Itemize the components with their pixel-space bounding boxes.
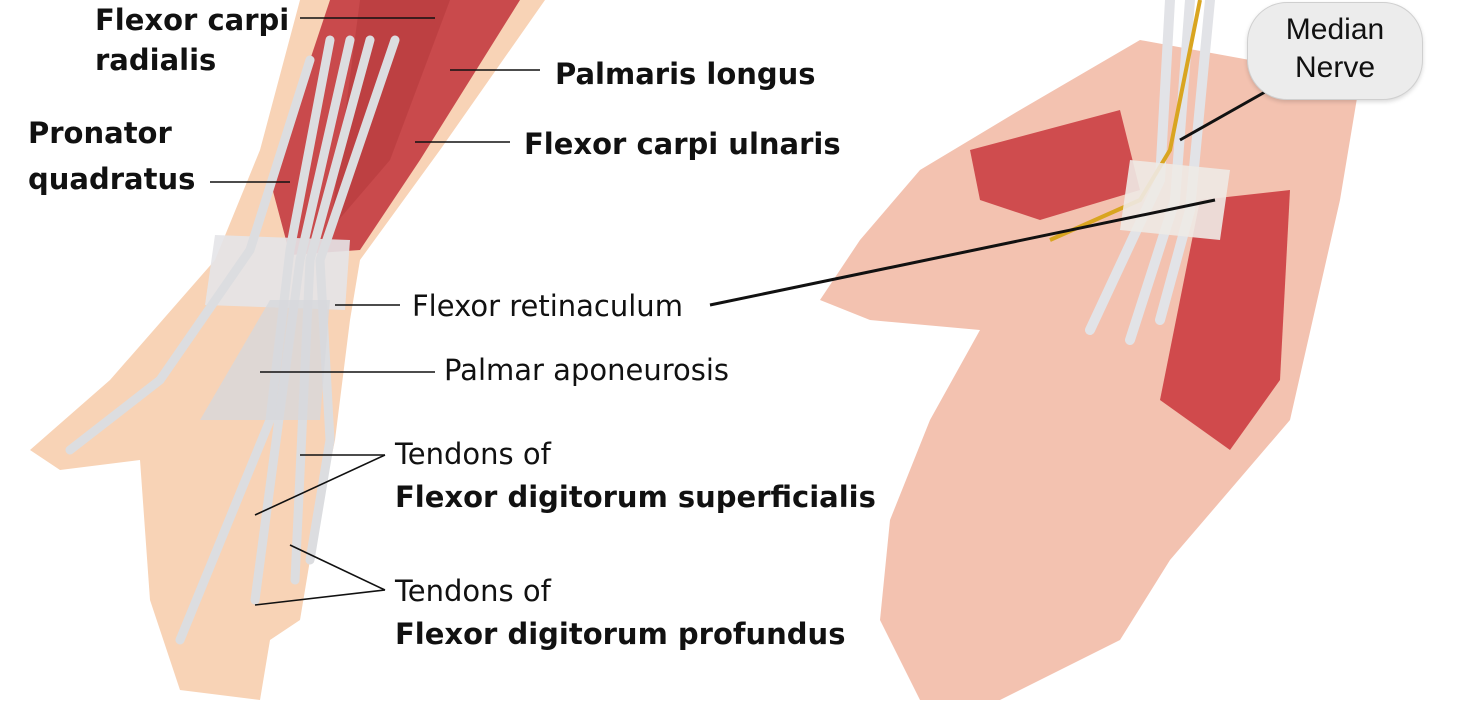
label-line: Tendons of bbox=[395, 437, 551, 471]
label-pronator-quadratus: Pronator quadratus bbox=[28, 116, 195, 196]
label-line: radialis bbox=[95, 43, 217, 77]
label-palmar-aponeurosis: Palmar aponeurosis bbox=[444, 353, 730, 387]
forearm-illustration bbox=[30, 0, 545, 700]
label-flexor-carpi-ulnaris: Flexor carpi ulnaris bbox=[524, 127, 841, 161]
label-flexor-carpi-radialis: Flexor carpi radialis bbox=[95, 3, 289, 77]
label-line: Pronator bbox=[28, 116, 172, 150]
label-line: Flexor digitorum superficialis bbox=[395, 480, 876, 514]
label-flexor-retinaculum: Flexor retinaculum bbox=[412, 289, 683, 323]
label-line: Median bbox=[1285, 13, 1385, 46]
label-line: Flexor carpi bbox=[95, 3, 290, 37]
label-fdp: Tendons of Flexor digitorum profundus bbox=[395, 574, 845, 651]
label-line: Flexor digitorum profundus bbox=[395, 617, 846, 651]
hand-illustration bbox=[820, 0, 1360, 700]
median-nerve-callout: Median Nerve bbox=[1247, 2, 1423, 100]
label-palmaris-longus: Palmaris longus bbox=[555, 57, 816, 91]
label-line: Tendons of bbox=[395, 574, 551, 608]
label-line: quadratus bbox=[28, 162, 196, 196]
label-fds: Tendons of Flexor digitorum superficiali… bbox=[395, 437, 876, 514]
label-line: Nerve bbox=[1294, 51, 1376, 84]
leader-lines bbox=[210, 17, 1266, 606]
